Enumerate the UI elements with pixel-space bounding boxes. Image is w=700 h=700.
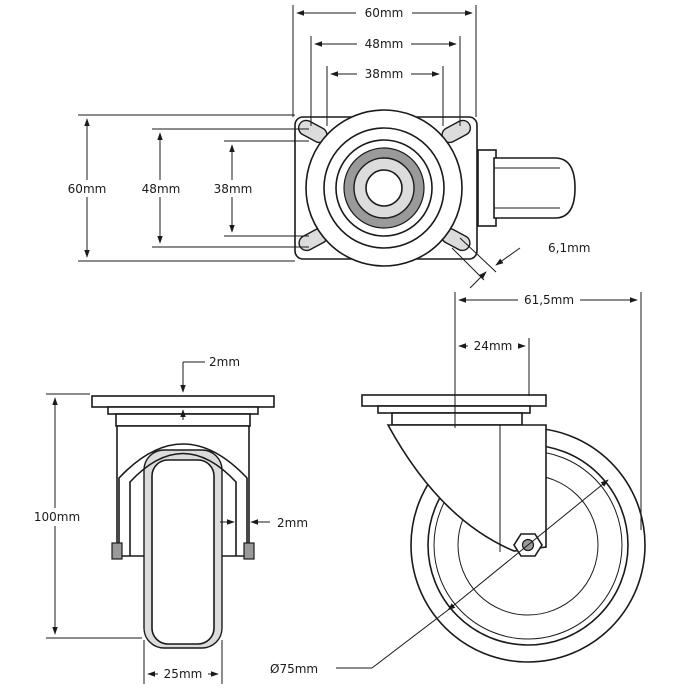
- dim-front-wheel-width: 25mm: [164, 667, 203, 681]
- dim-front-height: 100mm: [34, 510, 80, 524]
- dim-top-width-48: 48mm: [365, 37, 404, 51]
- top-view-wheel: [477, 149, 576, 227]
- dim-top-height-38: 38mm: [214, 182, 253, 196]
- dim-side-offset: 24mm: [474, 339, 513, 353]
- top-view: [294, 109, 576, 267]
- dim-top-height-60: 60mm: [68, 182, 107, 196]
- dim-slot-width: 6,1mm: [548, 241, 590, 255]
- top-view-dimensions: 60mm 48mm 38mm 60mm 48mm 38mm: [60, 4, 590, 289]
- dim-side-overall: 61,5mm: [524, 293, 574, 307]
- front-view-dimensions: 2mm 2mm 100mm 25mm: [28, 355, 308, 684]
- dim-front-plate-thickness: 2mm: [209, 355, 240, 369]
- dim-wheel-diameter: Ø75mm: [270, 662, 318, 676]
- side-view-plate: [361, 394, 547, 407]
- dim-top-height-48: 48mm: [142, 182, 181, 196]
- side-view-dimensions: 61,5mm 24mm Ø75mm: [270, 291, 642, 676]
- side-view: [361, 394, 646, 663]
- front-view-plate: [91, 395, 275, 408]
- dim-top-width-60: 60mm: [365, 6, 404, 20]
- top-view-swivel-rings: [305, 109, 463, 267]
- dim-front-fork-thickness: 2mm: [277, 516, 308, 530]
- front-view: [91, 395, 275, 649]
- dim-top-width-38: 38mm: [365, 67, 404, 81]
